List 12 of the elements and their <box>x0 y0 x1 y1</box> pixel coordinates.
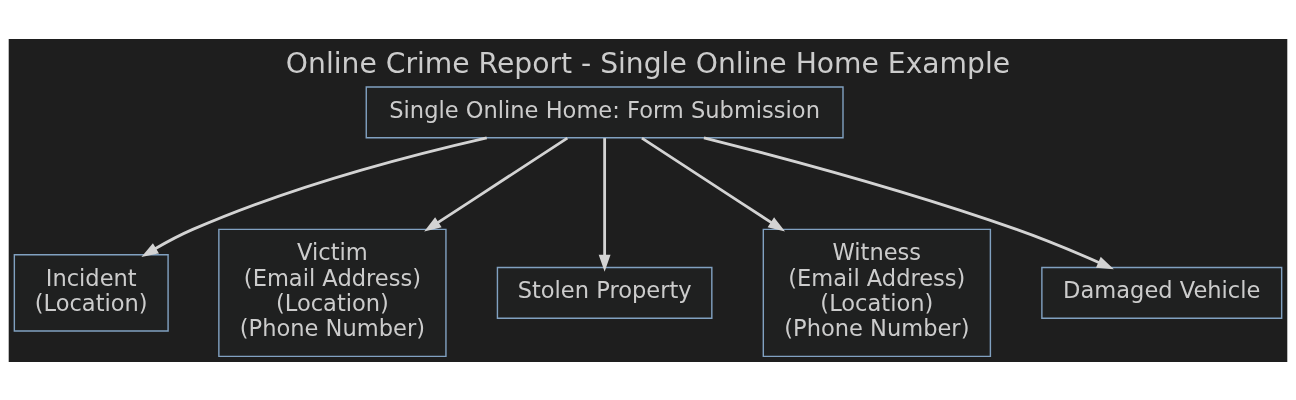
diagram-title: Online Crime Report - Single Online Home Example <box>285 46 1011 80</box>
node-box: Damaged Vehicle <box>1041 266 1283 319</box>
node-box: Stolen Property <box>496 266 713 319</box>
arrow <box>703 135 1114 269</box>
node-box: Witness (Email Address) (Location) (Phone Number) <box>762 228 992 357</box>
arrow <box>641 136 786 232</box>
arrow <box>141 135 488 257</box>
arrow <box>424 136 569 232</box>
node-box: Incident (Location) <box>13 253 169 332</box>
node-box: Single Online Home: Form Submission <box>365 85 844 138</box>
arrow <box>598 137 611 272</box>
node-box: Victim (Email Address) (Location) (Phone Number) <box>218 228 447 357</box>
